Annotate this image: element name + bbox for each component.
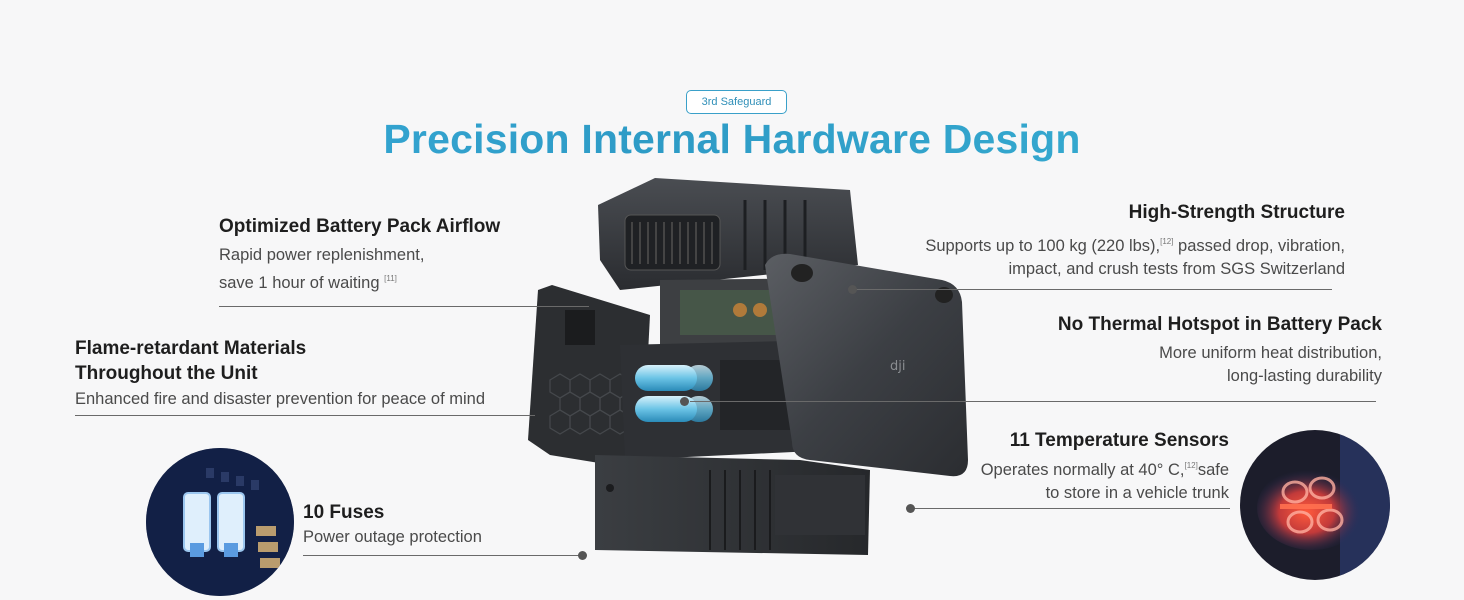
- feature-hotspot-line2: long-lasting durability: [1226, 367, 1382, 385]
- power-station-exploded-illustration: dji: [528, 178, 968, 555]
- feature-hotspot-title: No Thermal Hotspot in Battery Pack: [1057, 314, 1382, 335]
- feature-flame-title-1: Flame-retardant Materials: [75, 338, 307, 359]
- sensors-leader-line: [912, 508, 1230, 509]
- footnote-ref-12: [12]: [1160, 237, 1174, 246]
- feature-hotspot-line1: More uniform heat distribution,: [1159, 344, 1382, 362]
- feature-airflow-title: Optimized Battery Pack Airflow: [219, 216, 501, 237]
- feature-sensors-line1b: safe: [1197, 461, 1229, 479]
- sensors-pointer-dot: [906, 504, 915, 513]
- page-title: Precision Internal Hardware Design: [0, 116, 1464, 163]
- feature-fuses: 10 Fuses Power outage protection: [303, 500, 482, 549]
- feature-structure-line2: impact, and crush tests from SGS Switzer…: [1008, 260, 1345, 278]
- temperature-sensor-closeup-image: [1240, 430, 1390, 580]
- flame-leader-line: [75, 415, 535, 416]
- feature-sensors-line1a: Operates normally at 40° C,: [980, 461, 1185, 479]
- fuses-closeup-image: [146, 448, 294, 596]
- footnote-ref-12b: [12]: [1184, 461, 1198, 470]
- feature-structure: High-Strength Structure Supports up to 1…: [885, 200, 1345, 281]
- dji-logo: dji: [890, 359, 905, 374]
- feature-airflow: Optimized Battery Pack Airflow Rapid pow…: [219, 214, 500, 295]
- feature-structure-line1b: passed drop, vibration,: [1173, 237, 1345, 255]
- feature-sensors-title: 11 Temperature Sensors: [1009, 430, 1229, 451]
- feature-temperature-sensors: 11 Temperature Sensors Operates normally…: [889, 428, 1229, 505]
- safeguard-badge: 3rd Safeguard: [686, 90, 787, 114]
- airflow-leader-line: [219, 306, 589, 307]
- feature-structure-line1a: Supports up to 100 kg (220 lbs),: [925, 237, 1161, 255]
- feature-thermal-hotspot: No Thermal Hotspot in Battery Pack More …: [982, 312, 1382, 388]
- fuses-pointer-dot: [578, 551, 587, 560]
- fuses-leader-line: [303, 555, 581, 556]
- structure-pointer-dot: [848, 285, 857, 294]
- footnote-ref-11: [11]: [384, 274, 397, 283]
- feature-structure-title: High-Strength Structure: [1128, 202, 1345, 223]
- feature-airflow-line2: save 1 hour of waiting: [219, 274, 380, 292]
- feature-fuses-desc: Power outage protection: [303, 528, 482, 546]
- structure-leader-line: [852, 289, 1332, 290]
- hotspot-leader-line: [690, 401, 1376, 402]
- feature-airflow-line1: Rapid power replenishment,: [219, 246, 425, 264]
- feature-flame-desc: Enhanced fire and disaster prevention fo…: [75, 390, 486, 408]
- battery-pointer-dot: [680, 397, 689, 406]
- feature-sensors-line2: to store in a vehicle trunk: [1045, 484, 1229, 502]
- feature-fuses-title: 10 Fuses: [303, 502, 385, 523]
- feature-flame-title-2: Throughout the Unit: [75, 363, 258, 384]
- feature-flame-retardant: Flame-retardant Materials Throughout the…: [75, 336, 485, 411]
